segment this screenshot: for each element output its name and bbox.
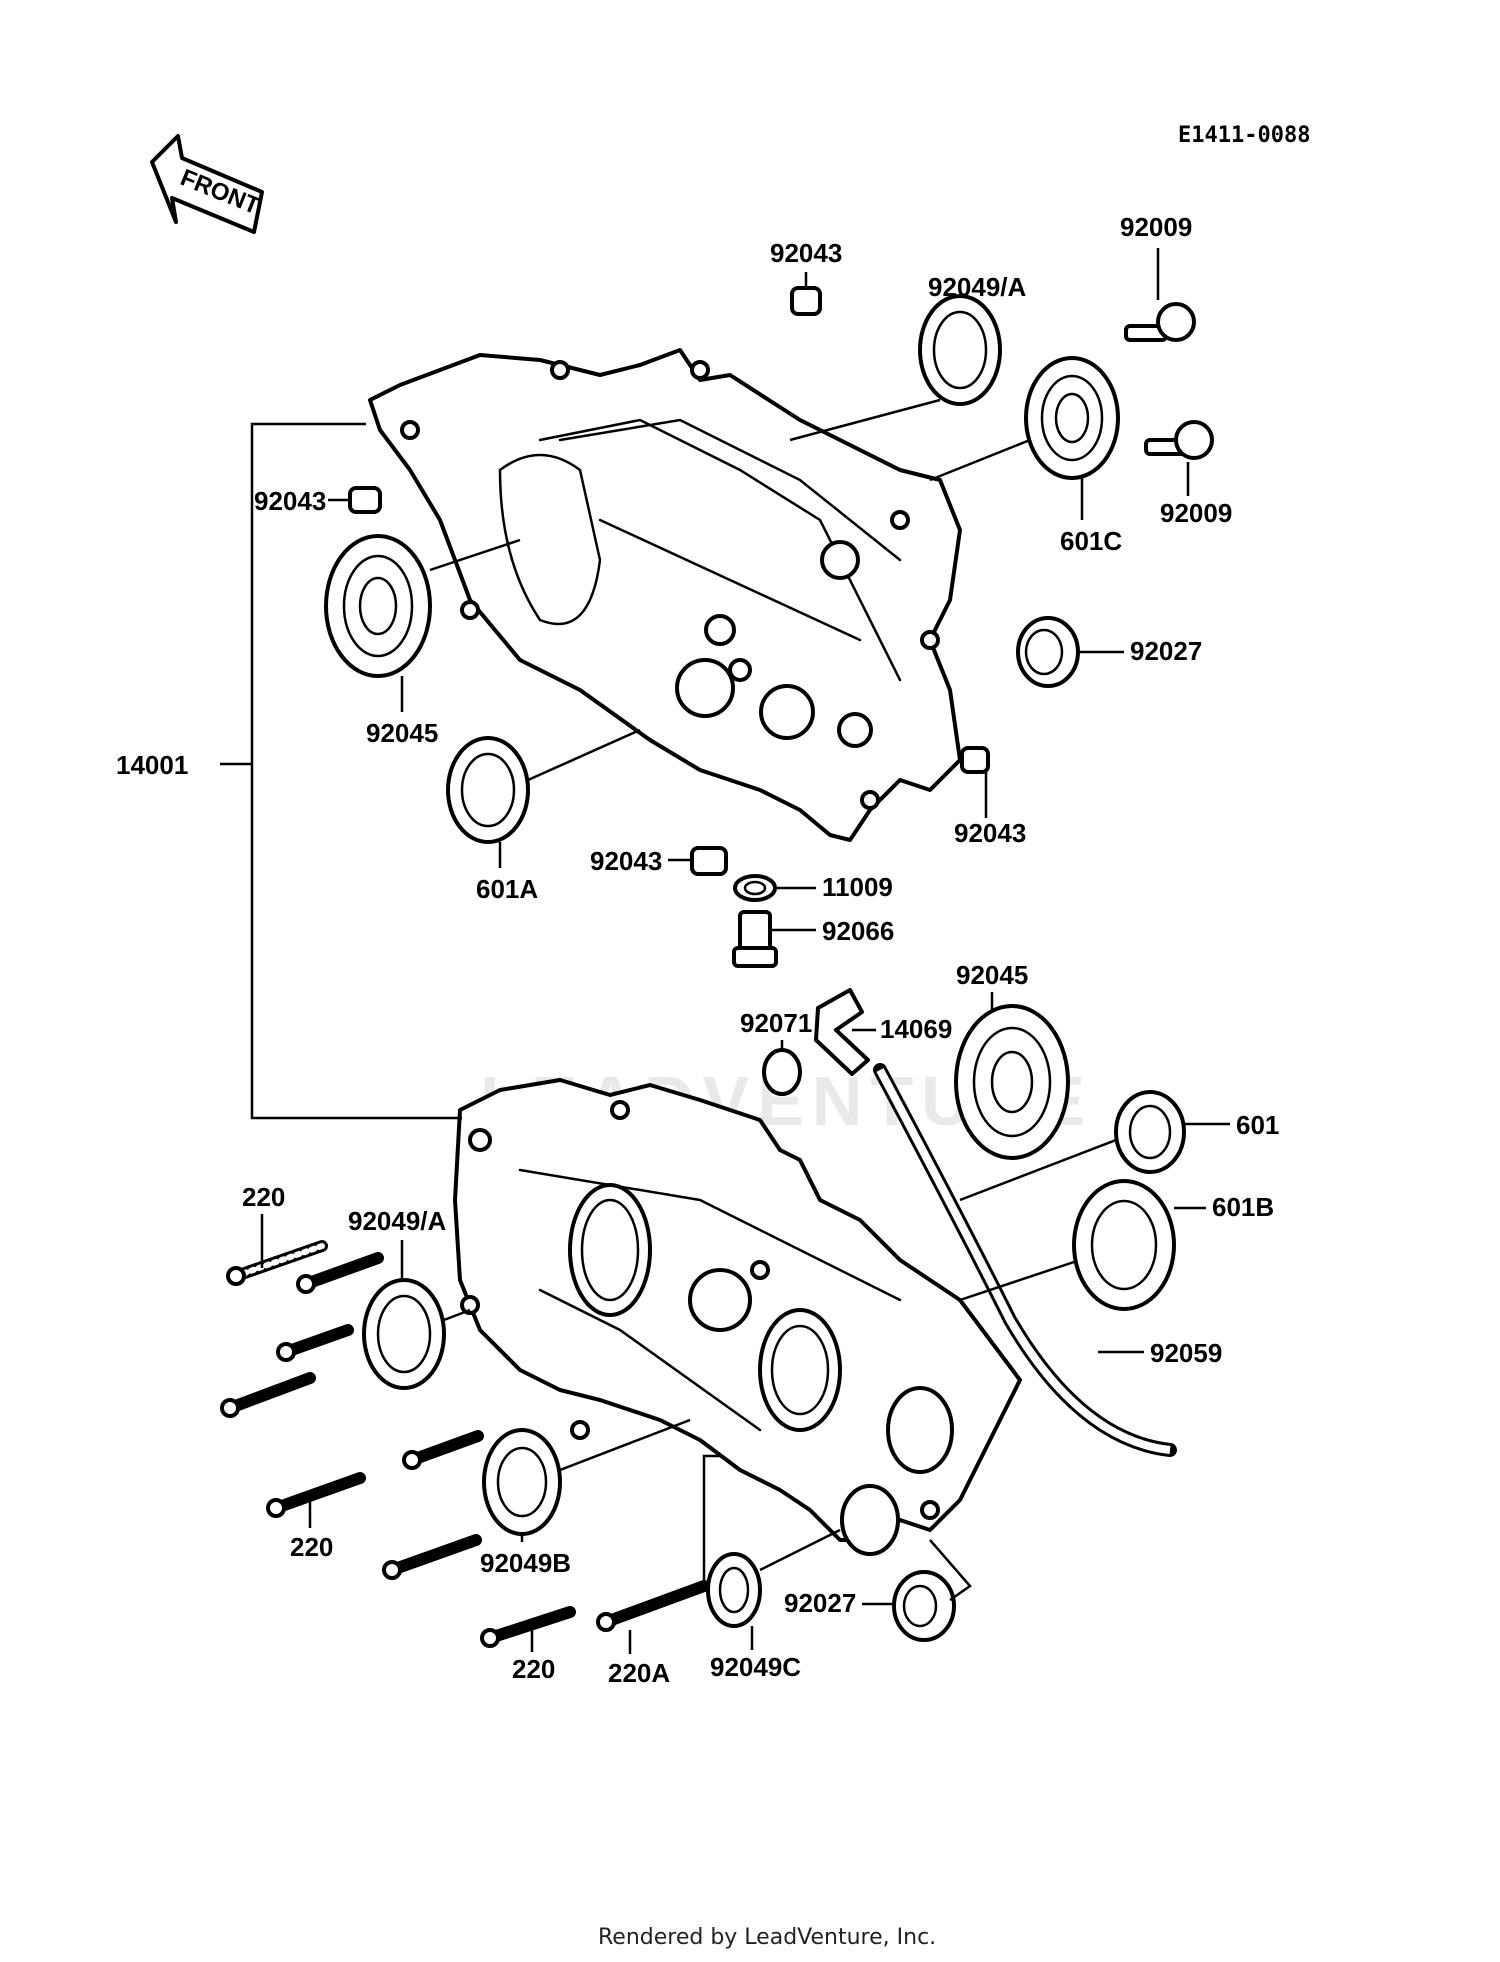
callout-601: 601 bbox=[1236, 1110, 1279, 1140]
bolt-220-c bbox=[276, 1324, 354, 1362]
callout-92049c: 92049C bbox=[710, 1652, 801, 1682]
callout-601c: 601C bbox=[1060, 526, 1122, 556]
collar-92027-bottom bbox=[892, 1570, 956, 1642]
bolt-92009-right bbox=[1144, 420, 1214, 460]
callout-220-mid: 220 bbox=[290, 1532, 333, 1562]
bolt-220-d bbox=[220, 1372, 316, 1418]
gasket-11009 bbox=[733, 874, 777, 902]
callout-92009-top: 92009 bbox=[1120, 212, 1192, 242]
bolt-220-f bbox=[266, 1472, 366, 1518]
dowel-pin-92043-top bbox=[790, 286, 822, 316]
dowel-pin-92043-bottom bbox=[690, 846, 728, 876]
callout-92045-right: 92045 bbox=[956, 960, 1028, 990]
lower-crankcase-half bbox=[453, 1078, 1022, 1556]
callout-92027-bottom: 92027 bbox=[784, 1588, 856, 1618]
clamp-92071 bbox=[762, 1048, 802, 1096]
callout-14001: 14001 bbox=[116, 750, 188, 780]
dowel-pin-92043-right bbox=[960, 746, 990, 774]
callout-92071: 92071 bbox=[740, 1008, 812, 1038]
callout-92027-right: 92027 bbox=[1130, 636, 1202, 666]
oil-seal-92049c bbox=[706, 1552, 762, 1628]
footer-credit: Rendered by LeadVenture, Inc. bbox=[598, 1925, 936, 1950]
oil-seal-92049b bbox=[482, 1428, 562, 1536]
ball-bearing-92045-right bbox=[954, 1004, 1070, 1160]
breather-hose-92059 bbox=[873, 1063, 1177, 1457]
bolt-220-a bbox=[226, 1240, 328, 1286]
oil-seal-92049a-bottom bbox=[362, 1278, 446, 1390]
ball-bearing-601 bbox=[1114, 1090, 1186, 1174]
oil-seal-92049a-top bbox=[918, 294, 1002, 406]
callout-92045-left: 92045 bbox=[366, 718, 438, 748]
front-arrow-icon: FRONT bbox=[150, 134, 264, 234]
callout-92049a-top: 92049/A bbox=[928, 272, 1027, 302]
callout-220-bottom: 220 bbox=[512, 1654, 555, 1684]
callout-14069: 14069 bbox=[880, 1014, 952, 1044]
bolt-220-g bbox=[382, 1534, 482, 1580]
collar-92027-right bbox=[1016, 616, 1080, 688]
callout-601b: 601B bbox=[1212, 1192, 1274, 1222]
diagram-code: E1411-0088 bbox=[1178, 123, 1310, 148]
ball-bearing-601c bbox=[1024, 356, 1120, 480]
callout-601a: 601A bbox=[476, 874, 538, 904]
callout-92043-right: 92043 bbox=[954, 818, 1026, 848]
callout-220a: 220A bbox=[608, 1658, 670, 1688]
dowel-pin-92043-left bbox=[348, 486, 382, 514]
callout-92059: 92059 bbox=[1150, 1338, 1222, 1368]
ball-bearing-601a bbox=[446, 736, 530, 844]
bolt-220a bbox=[596, 1580, 710, 1632]
callout-220-top: 220 bbox=[242, 1182, 285, 1212]
callout-92009-right: 92009 bbox=[1160, 498, 1232, 528]
callout-11009: 11009 bbox=[822, 872, 893, 902]
elbow-fitting-14069 bbox=[814, 988, 870, 1076]
callout-92049a-bottom: 92049/A bbox=[348, 1206, 447, 1236]
callout-92043-left: 92043 bbox=[254, 486, 326, 516]
drain-plug-92066 bbox=[732, 910, 778, 968]
ball-bearing-601b bbox=[1072, 1179, 1176, 1311]
bolt-220-b bbox=[296, 1252, 384, 1294]
bolt-92009-top bbox=[1124, 302, 1196, 342]
bolt-220-e bbox=[402, 1430, 484, 1470]
callout-92049b: 92049B bbox=[480, 1548, 571, 1578]
callout-92066: 92066 bbox=[822, 916, 894, 946]
callout-92043-top: 92043 bbox=[770, 238, 842, 268]
ball-bearing-92045-left bbox=[324, 534, 432, 678]
bolt-220-h bbox=[480, 1606, 576, 1648]
callout-92043-bottom: 92043 bbox=[590, 846, 662, 876]
